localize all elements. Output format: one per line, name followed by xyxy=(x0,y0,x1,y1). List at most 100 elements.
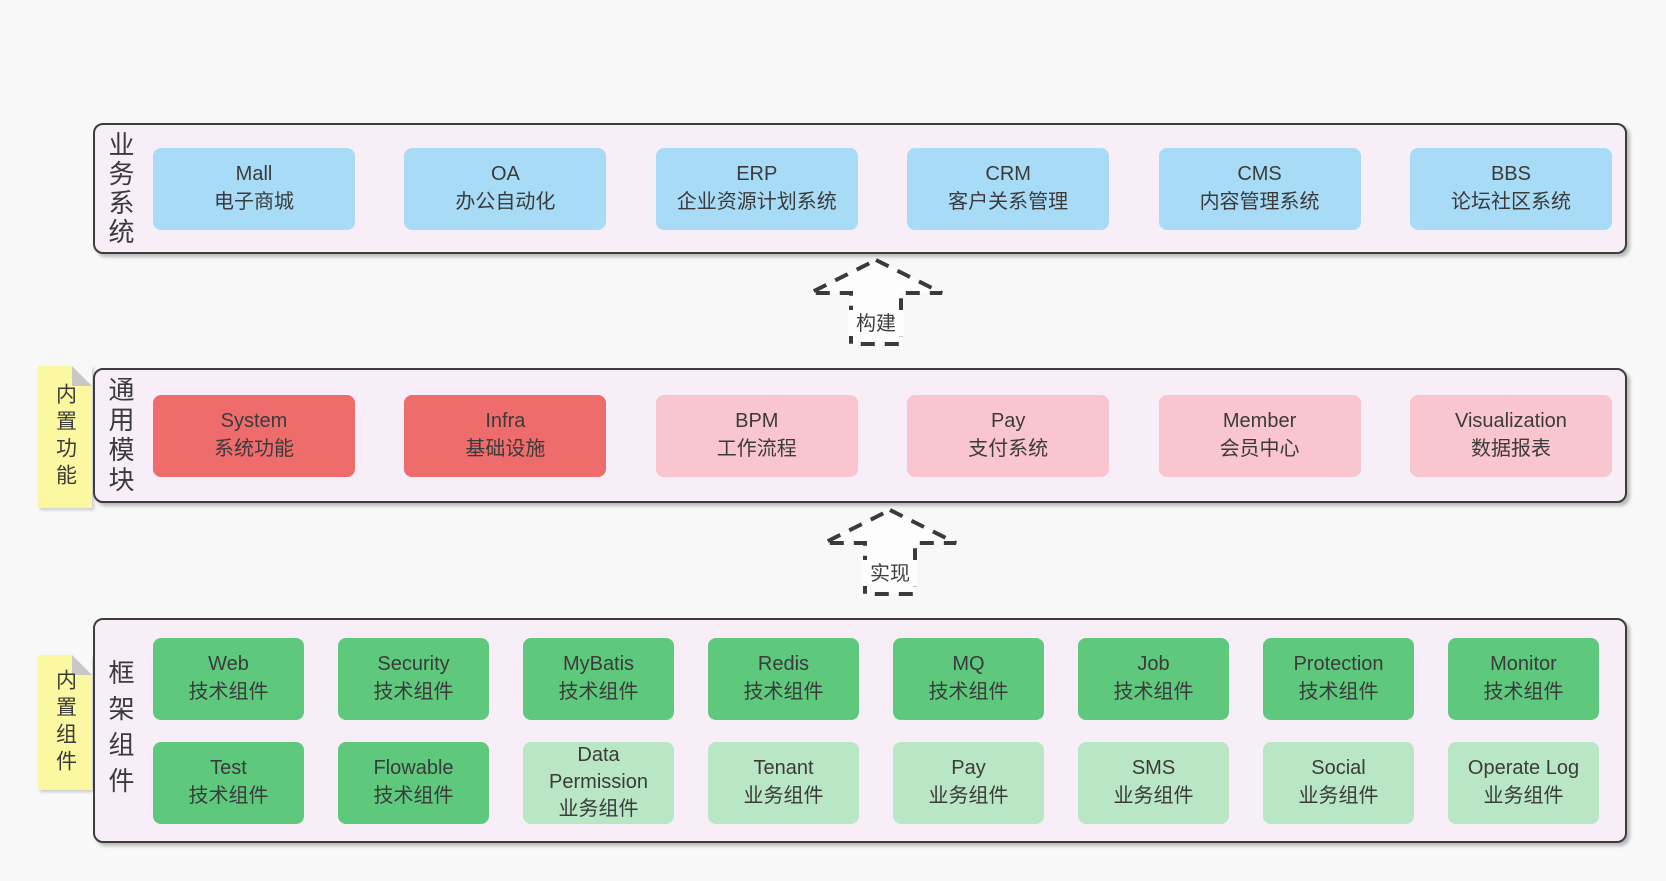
panel-components-label: 框架组件 xyxy=(105,658,135,803)
box-title: Redis xyxy=(757,653,810,676)
box-subtitle: 技术组件 xyxy=(188,680,269,703)
box-flowable: Flowable 技术组件 xyxy=(338,741,489,824)
build-arrow-label: 构建 xyxy=(856,312,896,335)
box-title: Flowable xyxy=(373,757,454,780)
box-subtitle: 业务组件 xyxy=(1483,784,1564,807)
box-title: ERP xyxy=(736,163,778,186)
sticky-label: 内置功能 xyxy=(53,383,77,491)
box-title: Test xyxy=(210,757,247,780)
box-bbs: BBS 论坛社区系统 xyxy=(1409,147,1612,230)
box-infra: Infra 基础设施 xyxy=(404,394,607,477)
box-title: Tenant xyxy=(753,757,814,780)
up-arrow-icon xyxy=(809,257,943,346)
business-row: Mall 电子商城 OA 办公自动化 ERP 企业资源计划系统 CRM 客户关系… xyxy=(153,147,1612,230)
panel-modules-rows: System 系统功能 Infra 基础设施 BPM 工作流程 Pay 支付系统… xyxy=(95,370,1625,501)
box-subtitle: 技术组件 xyxy=(373,680,454,703)
box-oa: OA 办公自动化 xyxy=(404,147,607,230)
box-title: SMS xyxy=(1131,757,1176,780)
box-title: Operate Log xyxy=(1467,757,1580,780)
sticky-built-in-functions: 内置功能 xyxy=(38,366,92,508)
box-erp: ERP 企业资源计划系统 xyxy=(655,147,858,230)
box-monitor: Monitor 技术组件 xyxy=(1448,637,1599,720)
box-visualization: Visualization 数据报表 xyxy=(1409,394,1612,477)
box-job: Job 技术组件 xyxy=(1078,637,1229,720)
box-subtitle: 技术组件 xyxy=(188,784,269,807)
box-subtitle: 办公自动化 xyxy=(455,190,556,213)
arrow-label-bg xyxy=(862,560,918,586)
box-title: System xyxy=(220,410,288,433)
box-tenant: Tenant 业务组件 xyxy=(708,741,859,824)
box-subtitle: 技术组件 xyxy=(743,680,824,703)
box-subtitle: 数据报表 xyxy=(1470,437,1551,460)
box-mall: Mall 电子商城 xyxy=(153,147,355,230)
box-title: Social xyxy=(1311,757,1366,780)
box-subtitle: 技术组件 xyxy=(928,680,1009,703)
panel-business-label: 业务系统 xyxy=(105,130,135,247)
box-mybatis: MyBatis 技术组件 xyxy=(523,637,674,720)
box-title: Visualization xyxy=(1454,410,1567,433)
box-subtitle: 业务组件 xyxy=(1298,784,1379,807)
modules-row: System 系统功能 Infra 基础设施 BPM 工作流程 Pay 支付系统… xyxy=(153,394,1612,477)
up-arrow-icon xyxy=(823,507,957,596)
box-title: Mall xyxy=(235,163,273,186)
box-subtitle: 论坛社区系统 xyxy=(1450,190,1571,213)
box-subtitle: 会员中心 xyxy=(1219,437,1300,460)
box-title: BBS xyxy=(1490,163,1531,186)
box-mq: MQ 技术组件 xyxy=(893,637,1044,720)
box-operate-log: Operate Log 业务组件 xyxy=(1448,741,1599,824)
box-redis: Redis 技术组件 xyxy=(708,637,859,720)
box-web: Web 技术组件 xyxy=(153,637,304,720)
box-security: Security 技术组件 xyxy=(338,637,489,720)
box-subtitle: 基础设施 xyxy=(465,437,546,460)
box-subtitle: 技术组件 xyxy=(1298,680,1379,703)
components-row-1: Web 技术组件 Security 技术组件 MyBatis 技术组件 Redi… xyxy=(153,637,1599,720)
box-title: CRM xyxy=(985,163,1031,186)
box-subtitle: 业务组件 xyxy=(928,784,1009,807)
panel-business-systems: 业务系统 Mall 电子商城 OA 办公自动化 ERP 企业资源计划系统 CRM… xyxy=(93,123,1627,254)
box-title: Pay xyxy=(990,410,1026,433)
box-title: MQ xyxy=(952,653,985,676)
box-title: OA xyxy=(490,163,520,186)
box-subtitle: 支付系统 xyxy=(968,437,1049,460)
box-title: Web xyxy=(208,653,249,676)
box-subtitle: 客户关系管理 xyxy=(948,190,1069,213)
box-subtitle: 内容管理系统 xyxy=(1199,190,1320,213)
box-title: Security xyxy=(377,653,450,676)
build-arrow: 构建 xyxy=(809,257,943,346)
arrow-label-bg xyxy=(848,310,904,336)
box-title: Protection xyxy=(1293,653,1384,676)
box-pay-component: Pay 业务组件 xyxy=(893,741,1044,824)
box-subtitle: 业务组件 xyxy=(743,784,824,807)
sticky-label: 内置组件 xyxy=(53,668,77,777)
box-cms: CMS 内容管理系统 xyxy=(1158,147,1361,230)
box-title: CMS xyxy=(1237,163,1282,186)
box-social: Social 业务组件 xyxy=(1263,741,1414,824)
box-subtitle: 企业资源计划系统 xyxy=(676,190,837,213)
box-title: Pay xyxy=(951,757,986,780)
box-subtitle: 系统功能 xyxy=(214,437,294,460)
implement-arrow-label: 实现 xyxy=(870,562,910,585)
box-protection: Protection 技术组件 xyxy=(1263,637,1414,720)
box-subtitle: 技术组件 xyxy=(1113,680,1194,703)
box-member: Member 会员中心 xyxy=(1158,394,1361,477)
box-subtitle: 电子商城 xyxy=(214,190,294,213)
box-subtitle: 工作流程 xyxy=(716,437,797,460)
box-title: MyBatis xyxy=(562,653,635,676)
box-title: Infra xyxy=(485,410,526,433)
box-title: Job xyxy=(1137,653,1170,676)
box-subtitle: 技术组件 xyxy=(373,784,454,807)
panel-modules-label: 通用模块 xyxy=(105,375,135,496)
box-title: Member xyxy=(1222,410,1297,433)
box-system: System 系统功能 xyxy=(153,394,355,477)
panel-common-modules: 通用模块 System 系统功能 Infra 基础设施 BPM 工作流程 Pay… xyxy=(93,368,1627,503)
box-title: Data Permission xyxy=(549,743,648,793)
implement-arrow: 实现 xyxy=(823,507,957,596)
box-test: Test 技术组件 xyxy=(153,741,304,824)
box-sms: SMS 业务组件 xyxy=(1078,741,1229,824)
box-title: Monitor xyxy=(1490,653,1557,676)
box-title: BPM xyxy=(735,410,779,433)
sticky-built-in-components: 内置组件 xyxy=(38,655,92,790)
panel-framework-components: 框架组件 Web 技术组件 Security 技术组件 MyBatis 技术组件… xyxy=(93,618,1627,843)
box-bpm: BPM 工作流程 xyxy=(655,394,858,477)
